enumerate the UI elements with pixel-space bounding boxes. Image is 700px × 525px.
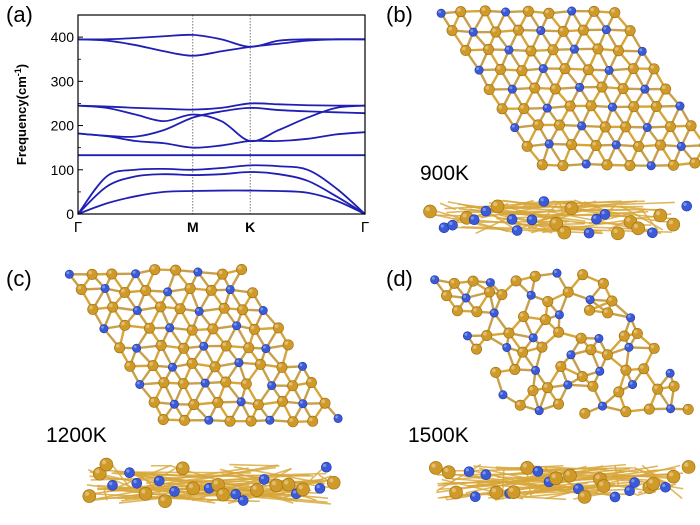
- panel-label-d: (d): [386, 266, 413, 291]
- phonon-band-5: [77, 106, 366, 138]
- x-tick-label: M: [187, 219, 199, 235]
- plot-frame: [77, 14, 366, 215]
- temperature-label-900k: 900K: [420, 162, 470, 185]
- phonon-band-1: [77, 171, 366, 215]
- atoms: [436, 5, 700, 172]
- panel-label-b: (b): [386, 2, 413, 27]
- phonon-band-4: [77, 131, 366, 149]
- phonon-band-6: [77, 104, 366, 143]
- y-tick-label: 100: [51, 162, 75, 178]
- y-tick-label: 0: [66, 206, 74, 222]
- temperature-label-1200k: 1200K: [46, 424, 107, 447]
- panel-label-a: (a): [6, 2, 33, 27]
- side-view: [429, 460, 696, 504]
- y-tick-label: 300: [51, 73, 75, 89]
- atoms: [64, 264, 343, 428]
- y-tick-label: 200: [51, 118, 75, 134]
- phonon-band-9: [77, 38, 366, 57]
- x-tick-label: K: [245, 219, 255, 235]
- y-tick-label: 400: [51, 29, 75, 45]
- side-view: [82, 457, 341, 509]
- x-tick-label: Γ: [74, 219, 82, 236]
- atoms: [430, 268, 694, 419]
- phonon-band-0: [77, 189, 366, 215]
- y-axis-label: Frequency(cm-1): [13, 64, 29, 165]
- temperature-label-1500k: 1500K: [408, 424, 469, 447]
- phonon-band-2: [77, 164, 366, 215]
- phonon-band-7: [77, 102, 366, 111]
- bond-network: [433, 271, 689, 415]
- x-tick-label: Γ: [361, 219, 369, 236]
- panel-label-c: (c): [6, 266, 32, 291]
- side-view: [423, 196, 693, 241]
